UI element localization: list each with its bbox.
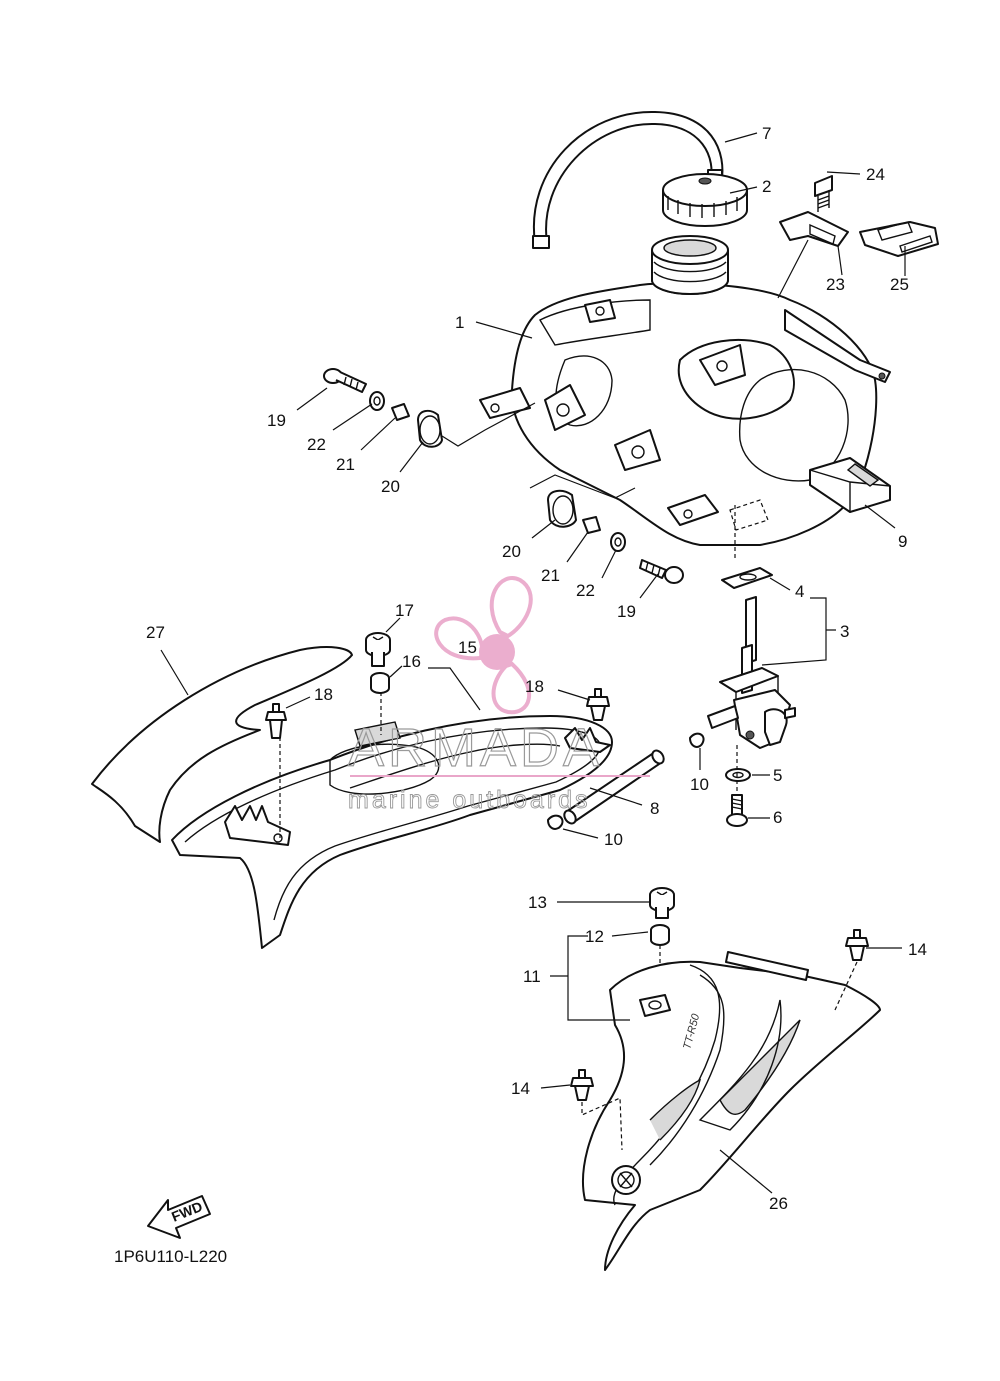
hose-clip-10-lower[interactable] (547, 814, 564, 830)
callout-5: 5 (773, 766, 782, 785)
callout-8: 8 (650, 799, 659, 818)
callout-2: 2 (762, 177, 771, 196)
hardware-guide-line-lower (529, 474, 636, 499)
callout-26: 26 (769, 1194, 788, 1213)
fuel-cock-gasket[interactable] (721, 567, 773, 589)
watermark-tagline: marine outboards (348, 786, 591, 814)
watermark-brand: ARMADA (348, 718, 603, 778)
collar-21-upper[interactable] (391, 403, 410, 421)
callout-18-right: 18 (525, 677, 544, 696)
callout-18-left: 18 (314, 685, 333, 704)
callout-14-left: 14 (511, 1079, 530, 1098)
callout-9: 9 (898, 532, 907, 551)
callout-1: 1 (455, 313, 464, 332)
leader-lines (160, 132, 906, 1194)
callout-19-lower: 19 (617, 602, 636, 621)
washer-22-lower[interactable] (610, 532, 626, 552)
clip-14-left[interactable] (570, 1069, 594, 1101)
screw-17[interactable] (365, 632, 391, 667)
callout-15: 15 (458, 638, 477, 657)
collar-12[interactable] (650, 924, 670, 946)
tank-strap[interactable] (859, 221, 939, 257)
tank-damper[interactable] (809, 457, 891, 513)
fuel-cap[interactable] (662, 173, 748, 227)
fwd-arrow: FWD (147, 1195, 211, 1239)
fuel-hose[interactable] (562, 748, 666, 825)
callout-24: 24 (866, 165, 885, 184)
mask (125, 100, 345, 260)
watermark-logo (434, 576, 533, 715)
callout-10-right: 10 (690, 775, 709, 794)
callout-21-upper: 21 (336, 455, 355, 474)
side-cover-left[interactable] (171, 715, 613, 949)
callout-7: 7 (762, 124, 771, 143)
washer-22-upper[interactable] (369, 391, 385, 411)
clip-14-left-axis (581, 1097, 623, 1151)
clip-14-right[interactable] (845, 929, 869, 961)
clip-14-right-axis (834, 961, 858, 1011)
callout-11: 11 (523, 967, 541, 986)
callout-20-upper: 20 (381, 477, 400, 496)
callout-16: 16 (402, 652, 421, 671)
callout-19-upper: 19 (267, 411, 286, 430)
callout-21-lower: 21 (541, 566, 560, 585)
diagram-code: 1P6U110-L220 (114, 1247, 227, 1266)
fuel-cock[interactable] (707, 596, 796, 749)
screw-13[interactable] (649, 887, 675, 919)
tank-bracket[interactable] (779, 211, 849, 247)
callout-25: 25 (890, 275, 909, 294)
callout-labels: 7 2 24 23 25 1 9 19 22 21 20 20 21 22 19… (146, 124, 927, 1213)
callout-22-lower: 22 (576, 581, 595, 600)
hardware-guide-line-upper (441, 402, 536, 447)
collar-16[interactable] (370, 672, 390, 694)
fuel-cock-washer-5[interactable] (725, 768, 751, 782)
bolt-19-lower[interactable] (639, 559, 684, 584)
damper-20-lower[interactable] (547, 489, 577, 528)
callout-4: 4 (795, 582, 804, 601)
clip-18-right[interactable] (586, 688, 610, 721)
callout-6: 6 (773, 808, 782, 827)
callout-17: 17 (395, 601, 414, 620)
collar-21-lower[interactable] (582, 516, 601, 534)
callout-13: 13 (528, 893, 547, 912)
bolt-19-upper[interactable] (323, 368, 367, 393)
side-cover-right-26[interactable]: TT-R50 (582, 951, 881, 1271)
callout-14-right: 14 (908, 940, 927, 959)
callout-12: 12 (585, 927, 604, 946)
callout-27: 27 (146, 623, 165, 642)
fuel-cock-clip-10-right[interactable] (689, 732, 705, 748)
callout-3: 3 (840, 622, 849, 641)
bracket-screw[interactable] (814, 175, 833, 212)
callout-20-lower: 20 (502, 542, 521, 561)
callout-10-lower: 10 (604, 830, 623, 849)
damper-20-upper[interactable] (417, 409, 443, 448)
callout-22-upper: 22 (307, 435, 326, 454)
graphic-27[interactable] (91, 646, 353, 843)
callout-23: 23 (826, 275, 845, 294)
fuel-cock-bolt-6[interactable] (726, 794, 748, 827)
clip-18-left[interactable] (265, 703, 287, 739)
